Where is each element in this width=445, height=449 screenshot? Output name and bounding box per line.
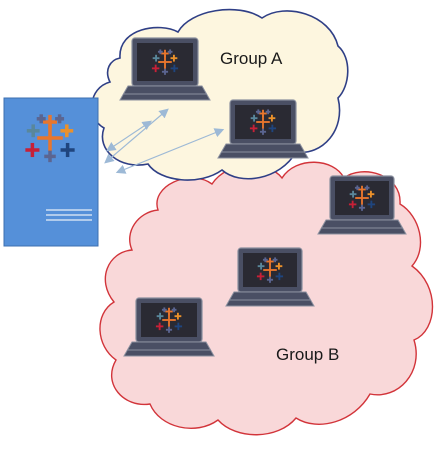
group-a-label: Group A (220, 49, 283, 68)
laptop-group-a-1 (119, 37, 211, 101)
connection-arrow-3 (106, 120, 152, 152)
group-b-label: Group B (276, 345, 340, 364)
laptop-group-b-1 (317, 175, 407, 235)
server-icon (3, 97, 99, 247)
laptop-group-b-2-logo-icon (256, 257, 284, 283)
laptop-group-b-1-logo-icon (348, 185, 376, 211)
laptop-group-b-3-logo-icon (155, 307, 183, 333)
laptop-group-a-1-logo-icon (151, 49, 179, 75)
server-logo-icon (25, 114, 75, 163)
connection-arrow-2 (115, 128, 225, 174)
laptop-group-b-3 (123, 297, 215, 357)
laptop-group-a-2-logo-icon (249, 109, 277, 135)
laptop-group-b-2 (225, 247, 315, 307)
laptop-group-a-2 (217, 99, 309, 159)
